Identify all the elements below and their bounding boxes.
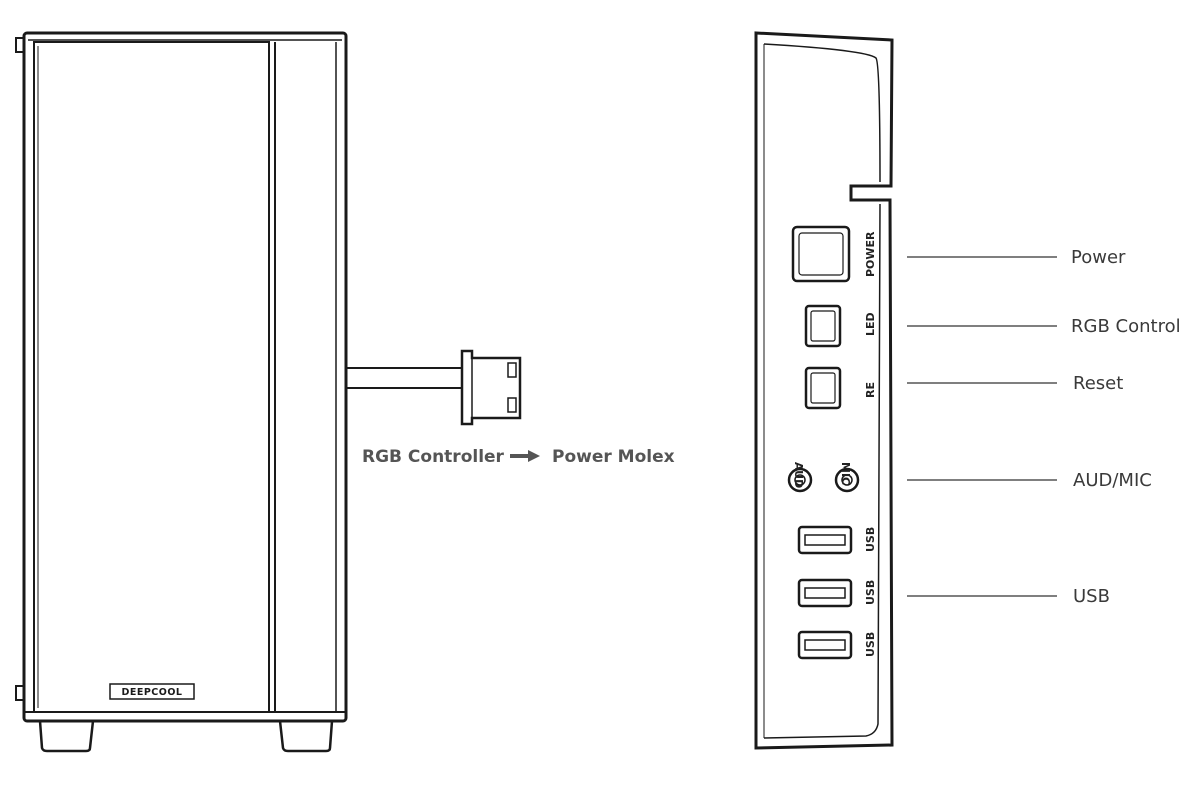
brand-logo: DEEPCOOL [121, 687, 182, 698]
reset-button[interactable] [804, 366, 842, 410]
logo-plate [109, 683, 195, 700]
usb-port-1[interactable] [797, 525, 853, 555]
case-foot-right [278, 720, 334, 753]
audio-jack-hole [794, 474, 806, 486]
audio-jack[interactable] [787, 467, 813, 493]
mic-port-label: MIC [839, 462, 852, 485]
power-button-face [798, 232, 844, 276]
audio-port-label: AUD [792, 462, 805, 488]
led-port-label: LED [864, 312, 877, 336]
callout-rgb-control: RGB Control [1071, 316, 1181, 337]
usb-port-1-label: USB [864, 527, 877, 552]
io-panel-bevel-top [763, 43, 881, 183]
glass-front-panel [33, 41, 270, 713]
caption-rgb-controller: RGB Controller [362, 447, 505, 467]
power-port-label: POWER [864, 231, 877, 277]
caption-arrow-icon [510, 450, 540, 462]
reset-button-face [810, 372, 836, 404]
callout-reset: Reset [1073, 373, 1123, 394]
callout-lines [907, 256, 1057, 597]
usb-port-2-label: USB [864, 580, 877, 605]
case-foot-left [38, 720, 95, 753]
case-front-view [15, 31, 348, 753]
molex-connector-housing [460, 349, 522, 426]
molex-pin-bottom [507, 397, 517, 413]
case-outer-frame [22, 31, 348, 723]
callout-power: Power [1071, 247, 1126, 268]
mic-jack[interactable] [834, 467, 860, 493]
usb-port-3[interactable] [797, 630, 853, 660]
power-button[interactable] [791, 225, 851, 283]
led-button-face [810, 310, 836, 342]
side-io-panel [754, 31, 894, 750]
led-button[interactable] [804, 304, 842, 348]
molex-pin-top [507, 362, 517, 378]
callout-usb: USB [1073, 586, 1110, 607]
rgb-controller-cable [346, 349, 522, 426]
io-panel-outline [754, 31, 894, 750]
usb-port-3-label: USB [864, 632, 877, 657]
usb-port-2[interactable] [797, 578, 853, 608]
io-panel-bevel-bottom [763, 203, 881, 739]
mic-jack-hole [841, 474, 853, 486]
usb-port-2-tongue [804, 587, 846, 599]
reset-port-label: RE [864, 382, 877, 398]
callout-aud-mic: AUD/MIC [1073, 470, 1152, 491]
caption-power-molex: Power Molex [552, 447, 675, 467]
usb-port-3-tongue [804, 639, 846, 651]
usb-port-1-tongue [804, 534, 846, 546]
